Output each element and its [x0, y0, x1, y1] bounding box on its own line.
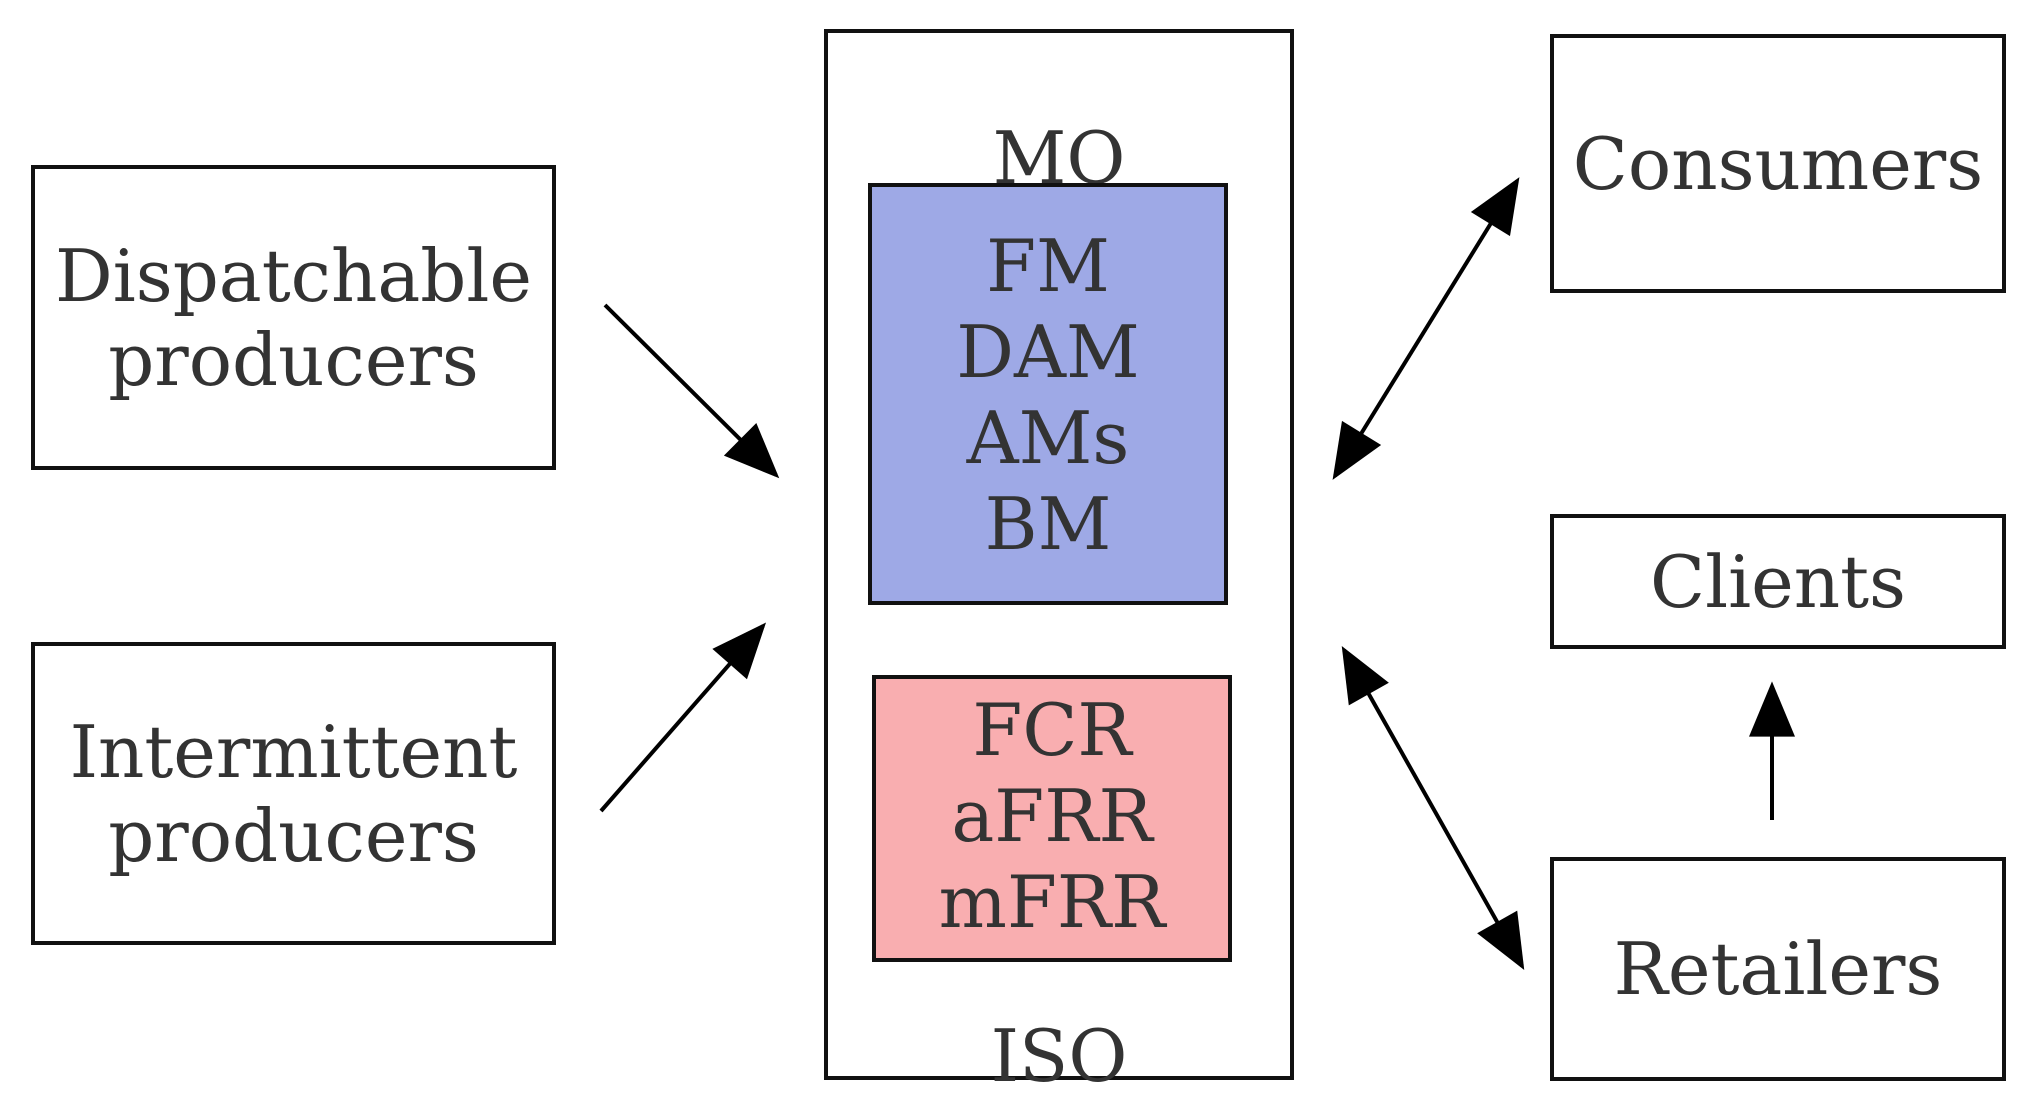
- reserves-block: FCR aFRR mFRR: [872, 675, 1232, 962]
- node-label: Retailers: [1613, 927, 1943, 1011]
- node-label: Consumers: [1572, 121, 1984, 206]
- arrow-dispatchable-to-mo: [603, 303, 780, 479]
- market-item: FM: [986, 224, 1110, 308]
- node-label-line: Intermittent: [69, 709, 518, 794]
- node-mo-iso: MO FM DAM AMs BM FCR aFRR mFRR ISO: [824, 29, 1294, 1098]
- node-label-line: producers: [108, 793, 479, 878]
- market-item: DAM: [956, 310, 1140, 394]
- markets-block: FM DAM AMs BM: [868, 183, 1228, 605]
- iso-label: ISO: [990, 1014, 1128, 1098]
- node-label-line: producers: [108, 317, 479, 402]
- market-item: AMs: [966, 396, 1130, 480]
- node-clients: Clients: [1550, 514, 2006, 649]
- reserve-item: aFRR: [951, 774, 1153, 858]
- arrow-intermittent-to-mo: [599, 622, 767, 813]
- arrow-mo-retailers: [1341, 645, 1525, 971]
- node-consumers: Consumers: [1550, 34, 2006, 293]
- reserve-item: FCR: [972, 688, 1132, 772]
- node-retailers: Retailers: [1550, 857, 2006, 1081]
- node-label-line: Dispatchable: [55, 233, 532, 318]
- reserve-item: mFRR: [938, 860, 1166, 944]
- node-intermittent-producers: Intermittent producers: [31, 642, 556, 945]
- node-dispatchable-producers: Dispatchable producers: [31, 165, 556, 470]
- arrow-mo-consumers: [1332, 177, 1520, 480]
- market-item: BM: [984, 482, 1112, 566]
- node-label: Clients: [1649, 539, 1906, 624]
